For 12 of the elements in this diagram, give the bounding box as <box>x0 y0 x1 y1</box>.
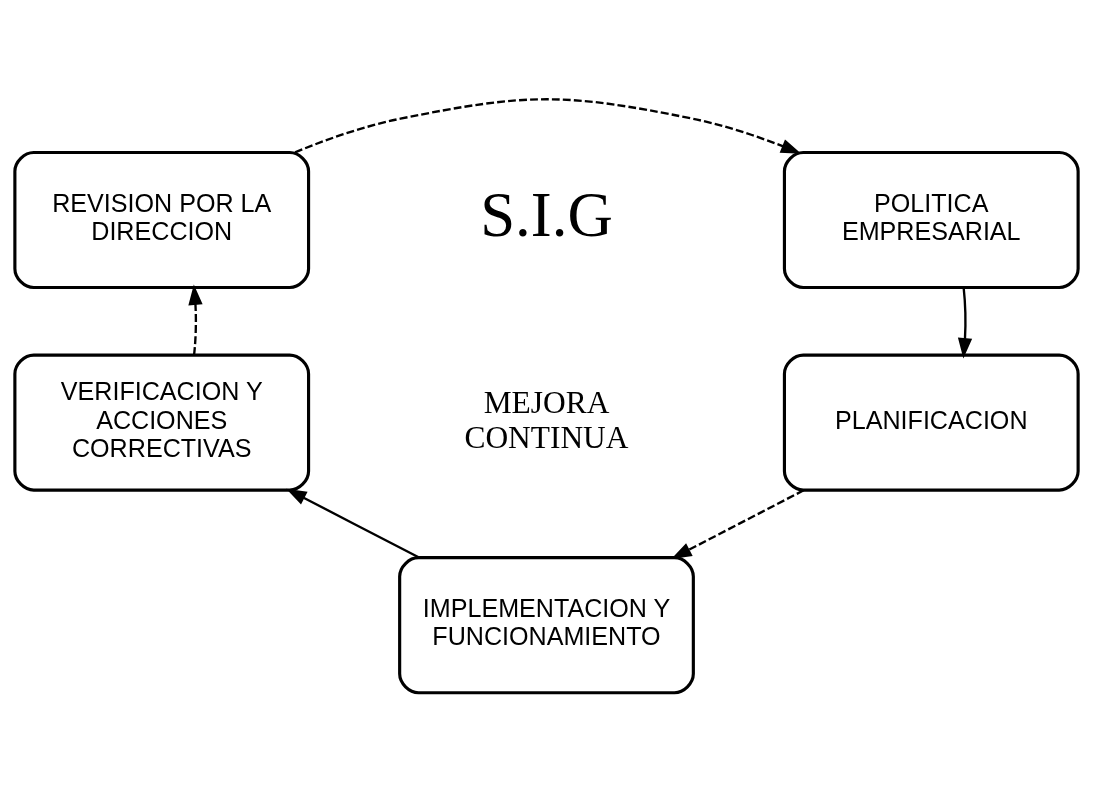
node-box: REVISION POR LA DIRECCION <box>13 150 311 290</box>
label: MEJORA CONTINUA <box>464 385 629 455</box>
node-box: POLITICA EMPRESARIAL <box>782 150 1080 290</box>
arrow <box>294 98 802 154</box>
node-box: IMPLEMENTACION Y FUNCIONAMIENTO <box>398 556 695 695</box>
arrow <box>671 489 805 559</box>
node-box: VERIFICACION Y ACCIONES CORRECTIVAS <box>13 353 311 492</box>
arrow <box>188 284 203 356</box>
arrow <box>957 287 973 359</box>
label: S.I.G <box>480 179 613 250</box>
arrow <box>286 488 420 559</box>
node-box: PLANIFICACION <box>782 353 1080 492</box>
